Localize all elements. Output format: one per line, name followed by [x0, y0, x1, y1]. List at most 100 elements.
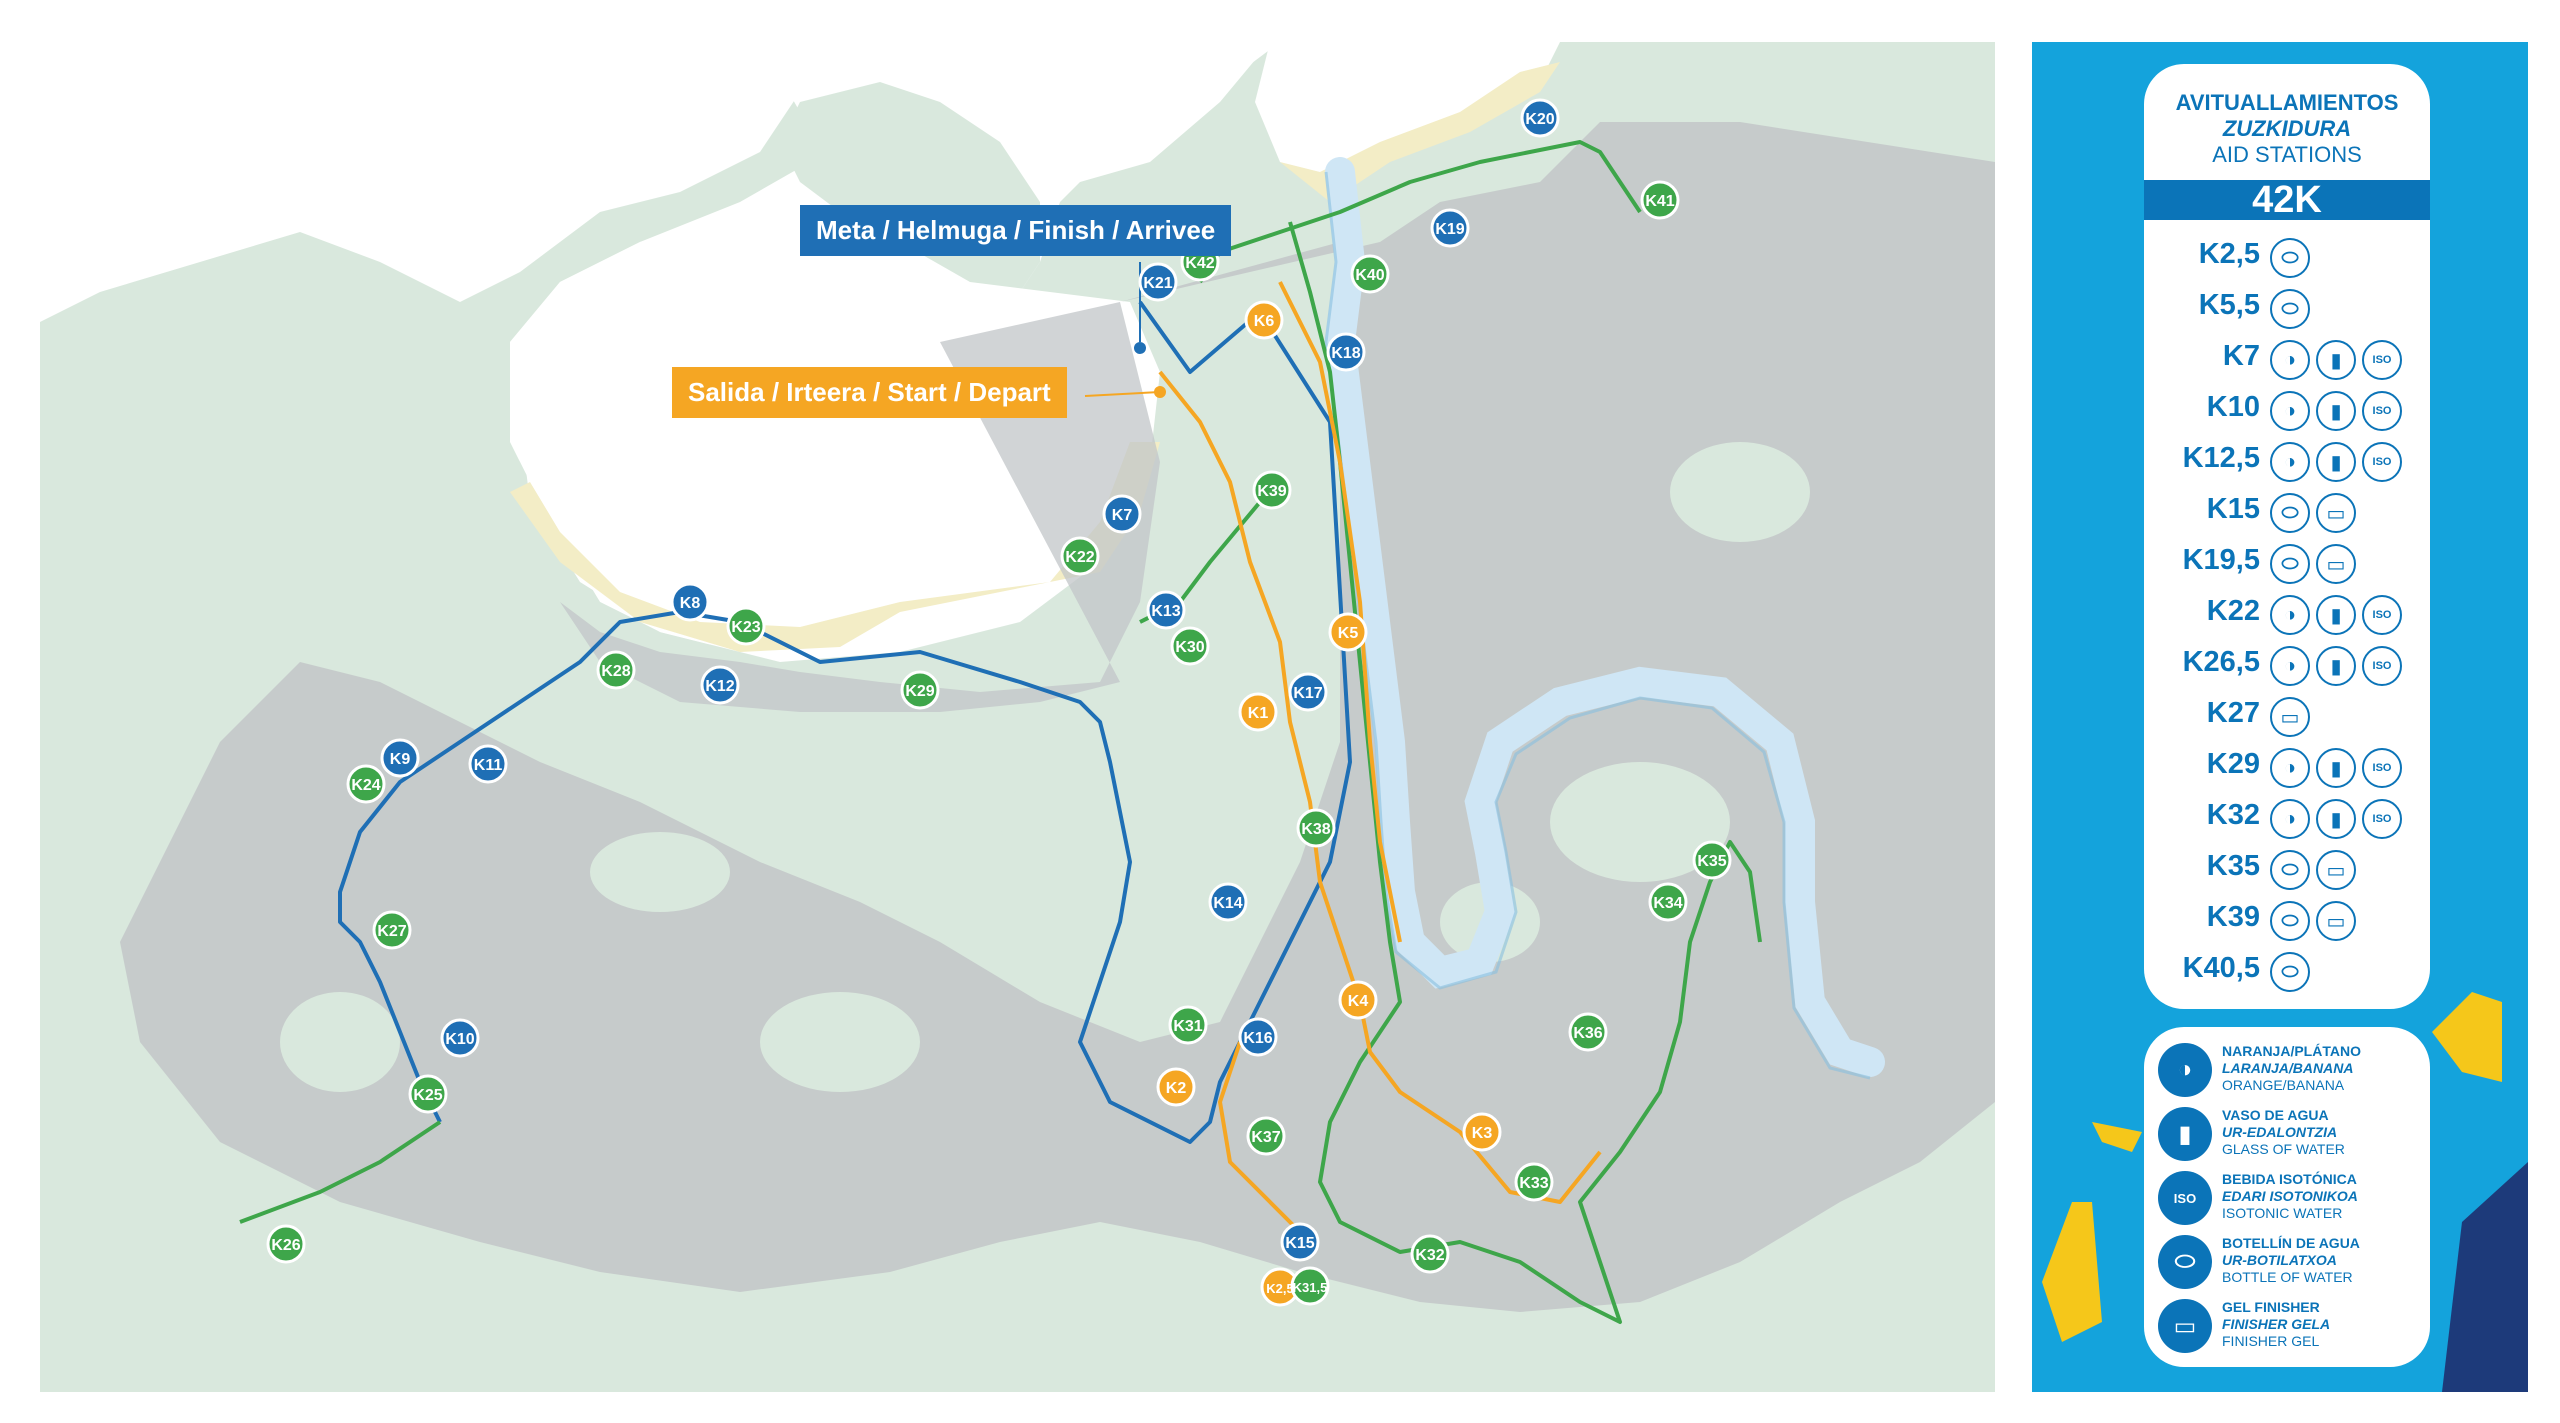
- marker-k41[interactable]: K41: [1640, 180, 1680, 220]
- marker-label: K2,5: [1266, 1281, 1293, 1296]
- water-glass-icon: ▮: [2158, 1107, 2212, 1161]
- marker-k18[interactable]: K18: [1326, 332, 1366, 372]
- water-glass-icon: ▮: [2316, 442, 2356, 482]
- marker-label: K6: [1254, 313, 1275, 330]
- marker-circle: [1252, 470, 1292, 510]
- station-icons: ◑▮ISO: [2270, 442, 2402, 482]
- marker-k8[interactable]: K8: [670, 582, 710, 622]
- marker-k15[interactable]: K15: [1280, 1222, 1320, 1262]
- marker-k21[interactable]: K21: [1138, 262, 1178, 302]
- marker-k24[interactable]: K24: [346, 764, 386, 804]
- marker-k7[interactable]: K7: [1102, 494, 1142, 534]
- marker-k38[interactable]: K38: [1296, 808, 1336, 848]
- marker-circle: [1520, 98, 1560, 138]
- marker-k14[interactable]: K14: [1208, 882, 1248, 922]
- legend-title-en: AID STATIONS: [2212, 142, 2362, 167]
- marker-circle: [1208, 882, 1248, 922]
- marker-label: K29: [905, 683, 934, 700]
- key-text-a: BOTELLÍN DE AGUA: [2222, 1235, 2360, 1251]
- marker-k22[interactable]: K22: [1060, 536, 1100, 576]
- marker-k30[interactable]: K30: [1170, 626, 1210, 666]
- marker-k9[interactable]: K9: [380, 738, 420, 778]
- marker-k11[interactable]: K11: [468, 744, 508, 784]
- station-row: K40,5⬭: [2144, 944, 2430, 995]
- marker-label: K25: [413, 1087, 442, 1104]
- station-row: K10◑▮ISO: [2144, 383, 2430, 434]
- marker-k25[interactable]: K25: [408, 1074, 448, 1114]
- marker-k32[interactable]: K32: [1410, 1234, 1450, 1274]
- key-text-b: UR-EDALONTZIA: [2222, 1124, 2338, 1140]
- marker-k4[interactable]: K4: [1338, 980, 1378, 1020]
- marker-k17[interactable]: K17: [1288, 672, 1328, 712]
- marker-k34[interactable]: K34: [1648, 882, 1688, 922]
- station-icons: ⬭▭: [2270, 901, 2356, 941]
- marker-label: K3: [1472, 1125, 1493, 1142]
- station-name: K32: [2206, 799, 2260, 831]
- distance-banner: 42K: [2144, 180, 2430, 220]
- urumea-river: [1324, 157, 1885, 1077]
- marker-k2[interactable]: K2: [1156, 1067, 1196, 1107]
- start-label: Salida / Irteera / Start / Depart: [672, 367, 1067, 418]
- marker-k2-5[interactable]: K2,5: [1260, 1267, 1300, 1307]
- marker-k28[interactable]: K28: [596, 650, 636, 690]
- key-text-b: FINISHER GELA: [2222, 1316, 2331, 1332]
- station-row: K12,5 ◑▮ISO: [2144, 434, 2430, 485]
- marker-k31-5[interactable]: K31,5: [1290, 1266, 1330, 1306]
- open-sea-north: [40, 42, 1270, 322]
- marker-label: K10: [445, 1031, 474, 1048]
- marker-k19[interactable]: K19: [1430, 208, 1470, 248]
- marker-k6[interactable]: K6: [1244, 300, 1284, 340]
- marker-k1[interactable]: K1: [1238, 692, 1278, 732]
- marker-circle: [1568, 1012, 1608, 1052]
- gel-icon: ▭: [2316, 493, 2356, 533]
- water-glass-icon: ▮: [2316, 595, 2356, 635]
- water-glass-icon: ▮: [2316, 646, 2356, 686]
- marker-k26[interactable]: K26: [266, 1224, 306, 1264]
- station-name: K12,5: [2182, 442, 2260, 474]
- marker-circle: [380, 738, 420, 778]
- green-areas: [280, 442, 1810, 1092]
- key-text-c: ORANGE/BANANA: [2222, 1077, 2345, 1093]
- marker-circle: [1060, 536, 1100, 576]
- marker-k29[interactable]: K29: [900, 670, 940, 710]
- station-name: K19,5: [2182, 544, 2260, 576]
- marker-k37[interactable]: K37: [1246, 1116, 1286, 1156]
- marker-k39[interactable]: K39: [1252, 470, 1292, 510]
- marker-circle: [266, 1224, 306, 1264]
- marker-circle: [596, 650, 636, 690]
- marker-k36[interactable]: K36: [1568, 1012, 1608, 1052]
- marker-circle: [1246, 1116, 1286, 1156]
- marker-k40[interactable]: K40: [1350, 254, 1390, 294]
- marker-circle: [1326, 332, 1366, 372]
- marker-k10[interactable]: K10: [440, 1018, 480, 1058]
- station-row: K29◑▮ISO: [2144, 740, 2430, 791]
- legend-title-eu: ZUZKIDURA: [2222, 116, 2352, 141]
- orange-banana-icon: ◑: [2270, 799, 2310, 839]
- marker-k5[interactable]: K5: [1328, 612, 1368, 652]
- station-row: K19,5⬭▭: [2144, 536, 2430, 587]
- station-name: K2,5: [2198, 238, 2260, 270]
- marker-k16[interactable]: K16: [1238, 1017, 1278, 1057]
- orange-banana-icon: ◑: [2270, 442, 2310, 482]
- station-name: K35: [2206, 850, 2260, 882]
- marker-circle: [1692, 840, 1732, 880]
- marker-k33[interactable]: K33: [1514, 1162, 1554, 1202]
- water-glass-icon: ▮: [2316, 748, 2356, 788]
- marker-circle: [440, 1018, 480, 1058]
- marker-k13[interactable]: K13: [1146, 590, 1186, 630]
- marker-k23[interactable]: K23: [726, 606, 766, 646]
- marker-k3[interactable]: K3: [1462, 1112, 1502, 1152]
- marker-label: K9: [390, 751, 411, 768]
- station-name: K26,5: [2182, 646, 2260, 678]
- marker-k20[interactable]: K20: [1520, 98, 1560, 138]
- marker-label: K15: [1285, 1235, 1314, 1252]
- marker-k27[interactable]: K27: [372, 910, 412, 950]
- marker-k35[interactable]: K35: [1692, 840, 1732, 880]
- marker-label: K11: [474, 757, 503, 774]
- station-row: K27▭: [2144, 689, 2430, 740]
- marker-k12[interactable]: K12: [700, 665, 740, 705]
- marker-circle: [1138, 262, 1178, 302]
- iso-drink-icon: ISO: [2362, 799, 2402, 839]
- marker-k31[interactable]: K31: [1168, 1005, 1208, 1045]
